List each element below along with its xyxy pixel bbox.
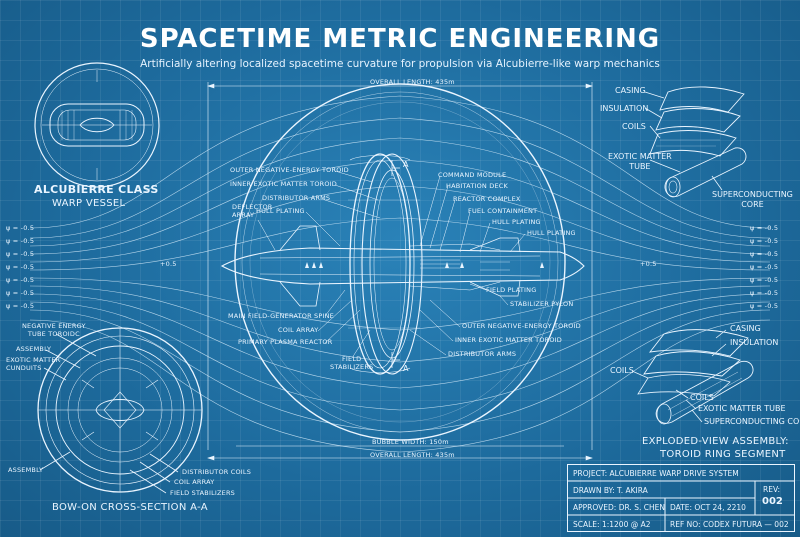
bl-neg-energy-tube-label: NEGATIVE ENERGY TUBE TOROIDC — [22, 322, 86, 338]
tr-exotic-tube-label: EXOTIC MATTER TUBE — [608, 152, 672, 171]
tr-insulation-label: INSULATION — [600, 104, 649, 113]
callout-distributor-arms-bottom: DISTRIBUTOR ARMS — [448, 350, 517, 358]
section-marker-bottom: A — [403, 364, 409, 373]
psi-left-2: ψ = -0.5 — [6, 237, 35, 245]
tb-project: PROJECT: ALCUBIERRE WARP DRIVE SYSTEM — [573, 469, 739, 478]
bl-caption: BOW-ON CROSS-SECTION A-A — [52, 502, 208, 513]
psi-left-3: ψ = -0.5 — [6, 250, 35, 258]
plus-right: +0.5 — [640, 260, 657, 268]
psi-left-4: ψ = -0.5 — [6, 263, 35, 271]
psi-right-6: ψ = -0.5 — [750, 289, 779, 297]
title-block-lines — [567, 480, 795, 532]
psi-left-6: ψ = -0.5 — [6, 289, 35, 297]
br-superconducting-core-label: SUPERCONDUCTING CORE — [704, 417, 800, 426]
tb-scale: SCALE: 1:1200 @ A2 — [573, 520, 651, 529]
plus-left: +0.5 — [160, 260, 177, 268]
callout-main-spine: MAIN FIELD-GENERATOR SPINE — [228, 312, 334, 320]
callout-stabilizer-pylon: STABILIZER PYLON — [510, 300, 574, 308]
psi-right-2: ψ = -0.5 — [750, 237, 779, 245]
callout-hull-plating-right1: HULL PLATING — [492, 218, 541, 226]
top-left-heading: ALCUBIERRE CLASS — [34, 183, 159, 196]
callout-reactor-complex: REACTOR COMPLEX — [453, 195, 521, 203]
callout-fuel-containment: FUEL CONTAINMENT — [468, 207, 538, 215]
warp-bubble — [234, 83, 566, 441]
callout-deflector-array: DEFLECTOR ARRAY — [232, 203, 273, 219]
psi-left-1: ψ = -0.5 — [6, 224, 35, 232]
page-subtitle: Artificially altering localized spacetim… — [140, 58, 660, 70]
psi-left-5: ψ = -0.5 — [6, 276, 35, 284]
br-insulation-label: INSULATION — [730, 338, 779, 347]
br-coils-right-label: COILS — [690, 393, 714, 402]
br-caption-line1: EXPLODED-VIEW ASSEMBLY: — [642, 436, 789, 447]
psi-right-4: ψ = -0.5 — [750, 263, 779, 271]
bl-field-stabilizers-label: FIELD STABILIZERS — [170, 489, 236, 497]
callout-field-stabilizers: FIELD STABILIZERS — [330, 355, 374, 371]
callout-inner-exotic-top: INNER EXOTIC MATTER TOROID — [230, 180, 337, 188]
bottom-right-exploded — [631, 329, 754, 425]
tr-coils-label: COILS — [622, 122, 646, 131]
callout-outer-neg-toroid-bottom: OUTER NEGATIVE-ENERGY TOROID — [462, 322, 581, 330]
psi-right-3: ψ = -0.5 — [750, 250, 779, 258]
callout-command-module: COMMAND MODULE — [438, 171, 507, 179]
psi-right-1: ψ = -0.5 — [750, 224, 779, 232]
tb-drawn-by: DRAWN BY: T. AKIRA — [573, 486, 648, 495]
tb-rev-value: 002 — [762, 496, 783, 507]
callout-coil-array: COIL ARRAY — [278, 326, 319, 334]
callout-hull-plating-right2: HULL PLATING — [527, 229, 576, 237]
br-coils-left-label: COILS — [610, 366, 634, 375]
dimension-lines — [207, 82, 593, 461]
warp-vessel — [220, 225, 585, 307]
callout-outer-neg-toroid-top: OUTER NEGATIVE-ENERGY TOROID — [230, 166, 349, 174]
bottom-left-cross-section — [37, 327, 203, 494]
br-caption-line2: TOROID RING SEGMENT — [660, 449, 786, 460]
psi-right-5: ψ = -0.5 — [750, 276, 779, 284]
dim-bubble-width: BUBBLE WIDTH: 150m — [372, 438, 449, 446]
top-left-subheading: WARP VESSEL — [52, 198, 126, 209]
tr-casing-label: CASING — [615, 86, 646, 95]
tb-rev-label: REV: — [763, 485, 780, 494]
dim-overall-length-bottom: OVERALL LENGTH: 435m — [370, 451, 455, 459]
bl-assembly-top-label: ASSEMBLY — [16, 345, 52, 353]
bl-exotic-conduits-label: EXOTIC MATTER CUNDUITS — [6, 356, 61, 372]
toroid-ring — [348, 153, 423, 375]
callout-distributor-arms-top: DISTRIBUTOR ARMS — [262, 194, 331, 202]
tb-approved: APPROVED: DR. S. CHEN — [573, 503, 665, 512]
psi-right-7: ψ = -0.5 — [750, 302, 779, 310]
warp-field-lines — [29, 95, 771, 453]
callout-habitation-deck: HABITATION DECK — [446, 182, 508, 190]
top-left-vessel-view — [34, 62, 160, 188]
dim-overall-length-top: OVERALL LENGTH: 435m — [370, 78, 455, 86]
br-casing-label: CASING — [730, 324, 761, 333]
callout-inner-exotic-bottom: INNER EXOTIC MATTER TOROID — [455, 336, 562, 344]
callout-primary-reactor: PRIMARY PLASMA REACTOR — [238, 338, 333, 346]
callout-field-plating: FIELD PLATING — [486, 286, 537, 294]
callout-hull-plating-left: HULL PLATING — [256, 207, 305, 215]
tb-ref-no: REF NO: CODEX FUTURA — 002 — [670, 520, 789, 529]
psi-left-7: ψ = -0.5 — [6, 302, 35, 310]
vessel-leaders — [257, 170, 526, 359]
title-block: PROJECT: ALCUBIERRE WARP DRIVE SYSTEM DR… — [567, 464, 795, 532]
tb-date: DATE: OCT 24, 2210 — [670, 503, 746, 512]
section-marker-top: A — [403, 160, 409, 169]
page-title: SPACETIME METRIC ENGINEERING — [139, 24, 661, 54]
bl-coil-array-label: COIL ARRAY — [174, 478, 215, 486]
top-right-layers — [644, 86, 747, 198]
bl-assembly-bottom-label: ASSEMBLY — [8, 466, 44, 474]
bl-distributor-coils-label: DISTRIBUTOR COILS — [182, 468, 252, 476]
br-exotic-tube-label: EXOTIC MATTER TUBE — [698, 404, 786, 413]
tr-superconducting-core-label: SUPERCONDUCTING CORE — [712, 190, 793, 209]
